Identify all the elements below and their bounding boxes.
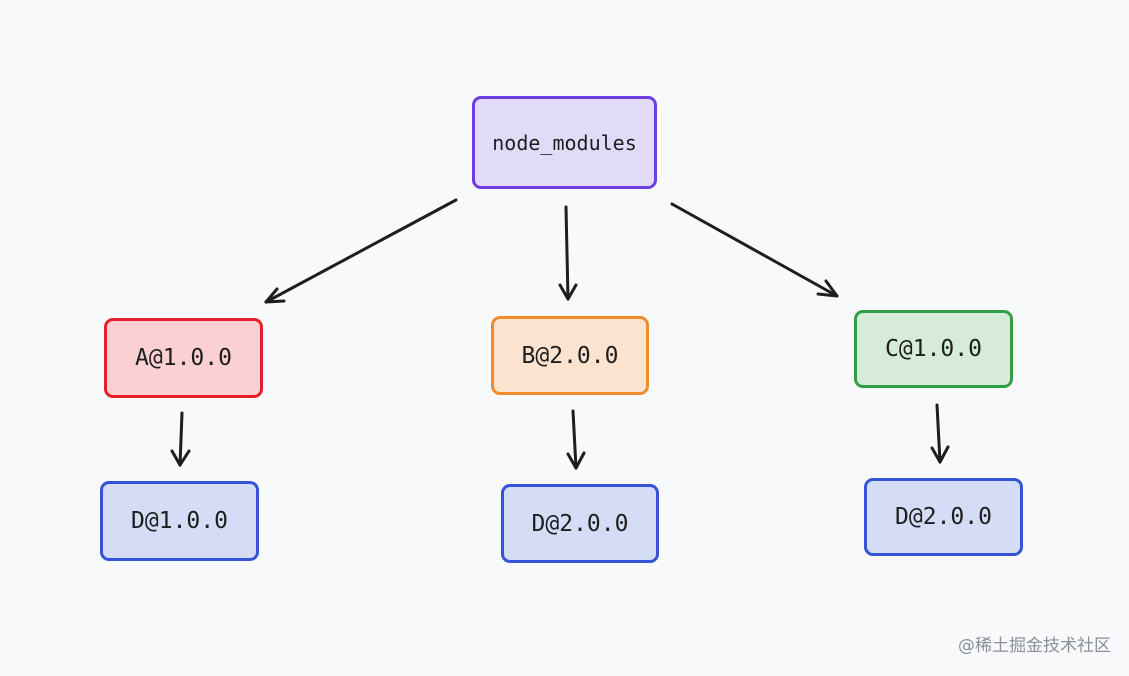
- arrow-a-to-d: [170, 411, 191, 467]
- watermark: @稀土掘金技术社区: [958, 636, 1111, 656]
- package-d-under-b-label: D@2.0.0: [531, 510, 629, 537]
- package-d-under-b-box: D@2.0.0: [501, 484, 659, 563]
- package-a-box: A@1.0.0: [104, 318, 263, 398]
- package-b-label: B@2.0.0: [521, 342, 619, 369]
- package-a-label: A@1.0.0: [135, 345, 232, 371]
- package-c-box: C@1.0.0: [854, 310, 1013, 388]
- package-d-under-c-label: D@2.0.0: [895, 504, 992, 530]
- package-d-under-c-box: D@2.0.0: [864, 478, 1023, 556]
- arrow-b-to-d: [566, 409, 586, 470]
- node-modules-label: node_modules: [492, 130, 637, 155]
- package-b-box: B@2.0.0: [491, 316, 649, 395]
- arrow-root-to-c: [670, 202, 839, 298]
- arrow-c-to-d: [930, 403, 950, 464]
- arrow-root-to-a: [264, 198, 458, 304]
- package-d-under-a-label: D@1.0.0: [131, 508, 228, 534]
- package-c-label: C@1.0.0: [885, 336, 982, 362]
- arrow-root-to-b: [558, 205, 578, 301]
- package-d-under-a-box: D@1.0.0: [100, 481, 259, 561]
- node-modules-box: node_modules: [472, 96, 657, 189]
